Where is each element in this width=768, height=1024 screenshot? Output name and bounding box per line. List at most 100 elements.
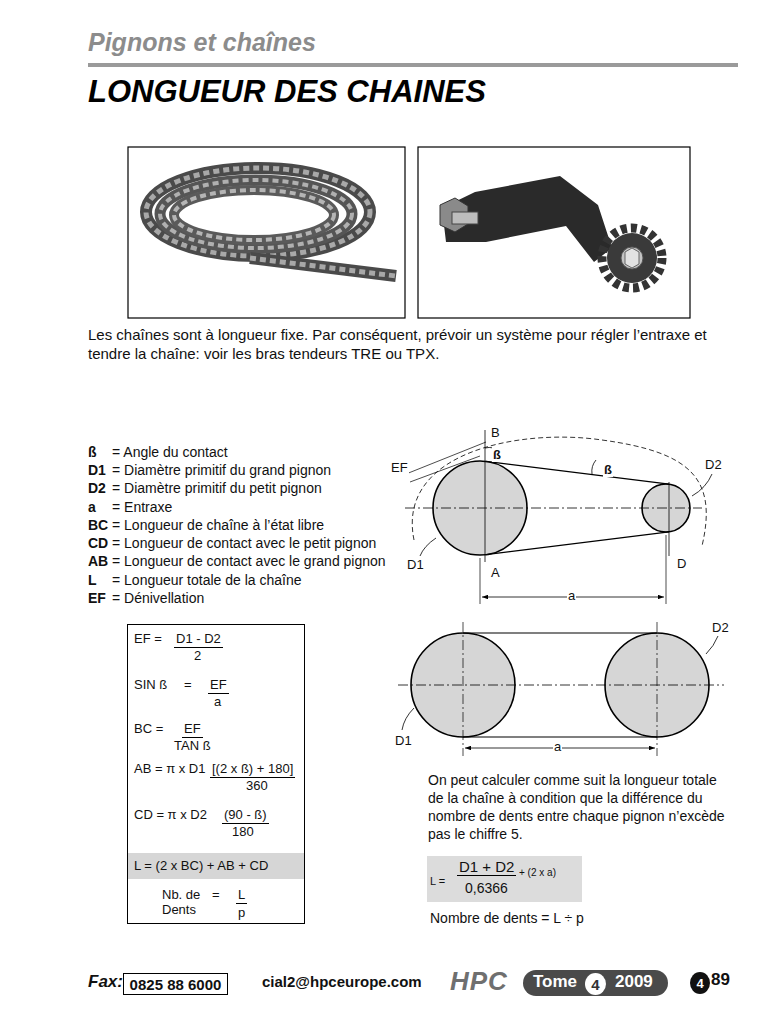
diameter-label: D1 bbox=[406, 557, 425, 572]
tensioner-photo bbox=[452, 212, 478, 224]
node-text: 0825 88 6000 bbox=[130, 977, 222, 992]
node-text: 180 bbox=[232, 824, 254, 839]
chain-drive-diagram bbox=[485, 430, 486, 562]
node-text: EF = bbox=[134, 631, 162, 646]
node-text: + (2 x a) bbox=[519, 865, 556, 880]
equal-sprockets-diagram bbox=[398, 622, 724, 756]
note-text: On peut calculer comme suit la longueur … bbox=[428, 771, 728, 843]
fax-number-box: 0825 88 6000 bbox=[123, 973, 228, 995]
chain-drive-diagram bbox=[669, 482, 670, 556]
legend-symbol: BC bbox=[88, 517, 108, 533]
tensioner-photo bbox=[442, 176, 612, 262]
header-rule bbox=[88, 63, 738, 67]
node-text: L bbox=[236, 887, 247, 904]
equal-sprockets-diagram bbox=[463, 632, 657, 633]
legend-definition: = Longueur de chaîne à l’état libre bbox=[112, 517, 324, 533]
diameter-label: D2 bbox=[704, 457, 723, 472]
chain-photo bbox=[146, 168, 370, 256]
node-text: 360 bbox=[246, 778, 268, 793]
dimension-label: EF bbox=[390, 460, 409, 475]
chain-photo bbox=[128, 147, 405, 318]
chain-drive-diagram bbox=[666, 535, 667, 604]
intro-text: Les chaînes sont à longueur fixe. Par co… bbox=[88, 325, 728, 363]
legend-definition: = Angle du contact bbox=[112, 444, 228, 460]
page-number: 89 bbox=[711, 970, 730, 990]
node-text: Nb. de Dents bbox=[162, 887, 208, 917]
tensioner-photo bbox=[621, 247, 643, 269]
legend-symbol: ß bbox=[88, 444, 97, 460]
node-text: D1 + D2 bbox=[457, 859, 516, 876]
volume-number-circle: 4 bbox=[585, 973, 606, 995]
legend-symbol: CD bbox=[88, 535, 108, 551]
angle-label: ß bbox=[492, 447, 502, 462]
chain-drive-diagram bbox=[486, 461, 669, 484]
equal-sprockets-diagram bbox=[463, 736, 657, 737]
dimension-label: a bbox=[553, 739, 562, 754]
node-text: (90 - ß) bbox=[222, 807, 269, 824]
chain-photo bbox=[146, 168, 370, 256]
legend-symbol: AB bbox=[88, 553, 108, 569]
legend-symbol: D2 bbox=[88, 480, 106, 496]
chain-drive-diagram bbox=[412, 437, 706, 546]
node-text: CD = π x D2 bbox=[134, 807, 207, 822]
tensioner-photo bbox=[607, 233, 657, 283]
equal-sprockets-diagram bbox=[706, 636, 718, 654]
tensioner-photo bbox=[625, 248, 639, 268]
node-text: L = bbox=[430, 874, 445, 889]
equal-sprockets-diagram bbox=[463, 622, 464, 756]
chain-photo bbox=[160, 180, 352, 248]
section-heading: Pignons et chaînes bbox=[88, 28, 316, 57]
legend-definition: = Entraxe bbox=[112, 499, 172, 515]
node-text: [(2 x ß) + 180] bbox=[210, 761, 295, 778]
diameter-label: D1 bbox=[394, 733, 413, 748]
chain-photo bbox=[250, 258, 396, 276]
chain-photo bbox=[250, 258, 396, 276]
point-label: D bbox=[676, 556, 687, 571]
chain-drive-diagram bbox=[592, 460, 596, 474]
dimension-label: a bbox=[567, 588, 576, 603]
tensioner-photo bbox=[602, 228, 662, 288]
point-label: B bbox=[490, 425, 501, 440]
node-text: AB = π x D1 bbox=[134, 761, 205, 776]
node-text: Tome bbox=[533, 974, 577, 989]
legend-symbol: D1 bbox=[88, 462, 106, 478]
page-title: LONGUEUR DES CHAINES bbox=[88, 74, 486, 110]
node-text: EF bbox=[182, 721, 203, 738]
legend-symbol: EF bbox=[88, 590, 106, 606]
node-text: TAN ß bbox=[174, 738, 211, 753]
node-text: 4 bbox=[696, 976, 703, 991]
node-text: = bbox=[184, 677, 192, 692]
chain-photo bbox=[160, 180, 352, 248]
email-address: cial2@hpceurope.com bbox=[262, 973, 422, 990]
legend-definition: = Longueur totale de la chaîne bbox=[112, 572, 302, 588]
equal-sprockets-diagram bbox=[402, 708, 414, 730]
node-text: L = (2 x BC) + AB + CD bbox=[134, 858, 268, 873]
chain-drive-diagram bbox=[405, 508, 702, 509]
node-text: = bbox=[212, 887, 220, 902]
node-text: 2009 bbox=[615, 974, 653, 989]
node-text: BC = bbox=[134, 721, 163, 736]
chapter-number-circle: 4 bbox=[690, 972, 710, 994]
legend-definition: = Longueur de contact avec le petit pign… bbox=[112, 535, 376, 551]
legend-definition: = Diamètre primitif du petit pignon bbox=[112, 480, 322, 496]
legend-symbol: a bbox=[88, 499, 96, 515]
chain-drive-diagram bbox=[410, 456, 480, 482]
equal-sprockets-diagram bbox=[398, 685, 724, 686]
point-label: A bbox=[490, 565, 501, 580]
chain-drive-diagram bbox=[420, 538, 436, 556]
equal-sprockets-diagram bbox=[657, 622, 658, 756]
fax-label: Fax: bbox=[88, 972, 123, 992]
chain-drive-diagram bbox=[480, 558, 481, 604]
node-text: a bbox=[214, 694, 221, 709]
node-text: EF bbox=[208, 677, 229, 694]
chain-drive-diagram bbox=[486, 532, 669, 555]
result-band: L = (2 x BC) + AB + CD bbox=[128, 853, 304, 879]
legend-definition: = Dénivellation bbox=[112, 590, 204, 606]
tensioner-photo bbox=[418, 147, 690, 318]
node-text: SIN ß bbox=[134, 677, 167, 692]
node-text: 2 bbox=[194, 648, 201, 663]
header-rule bbox=[88, 63, 738, 67]
chain-photo bbox=[174, 190, 334, 240]
node-text: p bbox=[238, 905, 245, 920]
legend-definition: = Longueur de contact avec le grand pign… bbox=[112, 553, 386, 569]
